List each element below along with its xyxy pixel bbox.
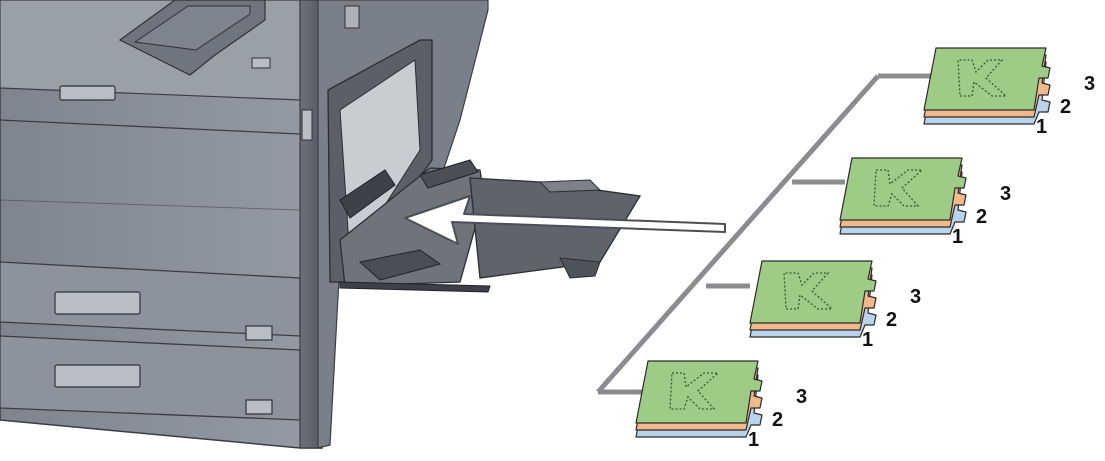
- tab-number-label: 3: [910, 286, 921, 308]
- tab-paper-top-sheet: [840, 158, 966, 220]
- tab-number-label: 2: [772, 409, 783, 431]
- cassette-2-indicator: [246, 400, 272, 414]
- tab-paper-stack: 123: [750, 261, 921, 351]
- tab-paper-stack: 123: [636, 361, 807, 451]
- tab-number-label: 3: [1084, 73, 1095, 95]
- tab-paper-top-sheet: [636, 361, 762, 423]
- tab-paper-stack: 123: [924, 48, 1095, 138]
- side-latch: [302, 110, 312, 140]
- bracket-spine: [598, 76, 878, 392]
- tab-number-label: 1: [952, 226, 963, 248]
- tab-paper-stack: 123: [840, 158, 1011, 248]
- multipurpose-tray: [328, 40, 640, 292]
- cassette-1-indicator: [246, 326, 272, 340]
- tab-number-label: 2: [886, 309, 897, 331]
- tab-number-label: 3: [1000, 183, 1011, 205]
- tab-number-label: 1: [1036, 116, 1047, 138]
- upper-latch: [252, 58, 270, 68]
- tab-number-label: 2: [976, 206, 987, 228]
- tab-number-label: 1: [862, 329, 873, 351]
- cassette-2-handle: [55, 365, 140, 387]
- cassette-1-handle: [55, 292, 140, 314]
- tab-number-label: 2: [1060, 96, 1071, 118]
- tray-extension-end: [560, 258, 600, 278]
- side-slot: [345, 6, 359, 28]
- tray-front-edge: [340, 282, 490, 292]
- tab-number-label: 3: [796, 386, 807, 408]
- tray-extension-tab: [540, 180, 600, 192]
- upper-handle: [60, 86, 115, 100]
- tab-number-label: 1: [748, 429, 759, 451]
